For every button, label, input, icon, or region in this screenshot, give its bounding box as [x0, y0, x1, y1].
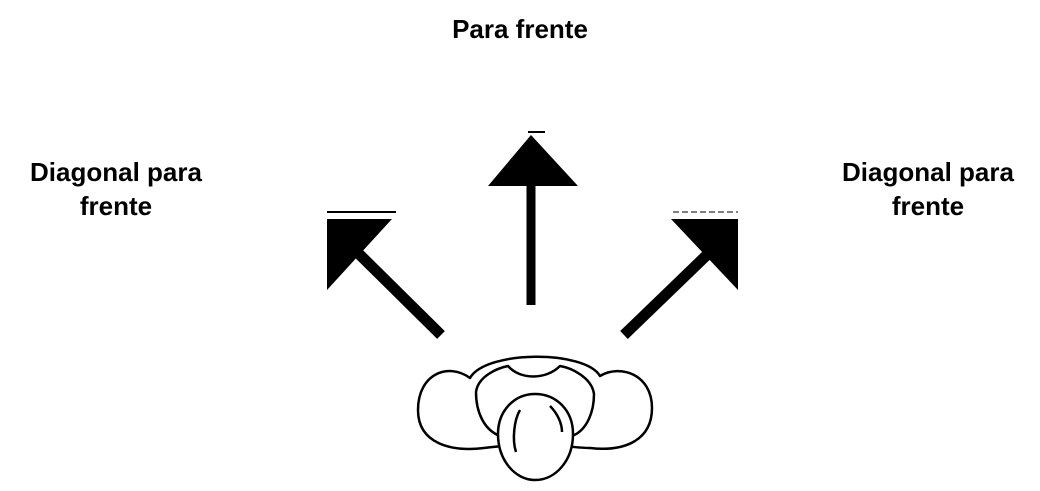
diagonal-left-arrowhead	[327, 219, 392, 290]
label-diagonal-right-line2: frente	[891, 191, 965, 221]
diagonal-left-arrow	[327, 211, 445, 339]
forward-arrowhead	[488, 135, 578, 186]
label-forward-text: Para frente	[452, 14, 588, 44]
label-diagonal-right: Diagonal para frente	[812, 155, 1040, 223]
label-diagonal-left: Diagonal para frente	[0, 155, 232, 223]
diagonal-right-arrowhead	[671, 219, 738, 290]
person-top-view	[416, 355, 654, 482]
label-forward: Para frente	[420, 12, 620, 46]
diagonal-right-arrow	[620, 211, 738, 339]
label-diagonal-left-line2: frente	[79, 191, 153, 221]
label-diagonal-left-line1: Diagonal para	[30, 157, 202, 187]
diagonal-left-arrow-shaft	[351, 246, 445, 339]
label-diagonal-right-line1: Diagonal para	[842, 157, 1014, 187]
diagonal-right-arrow-shaft	[620, 246, 716, 339]
forward-arrow	[488, 131, 578, 305]
face-detail	[512, 405, 564, 453]
head-outline	[496, 392, 575, 482]
